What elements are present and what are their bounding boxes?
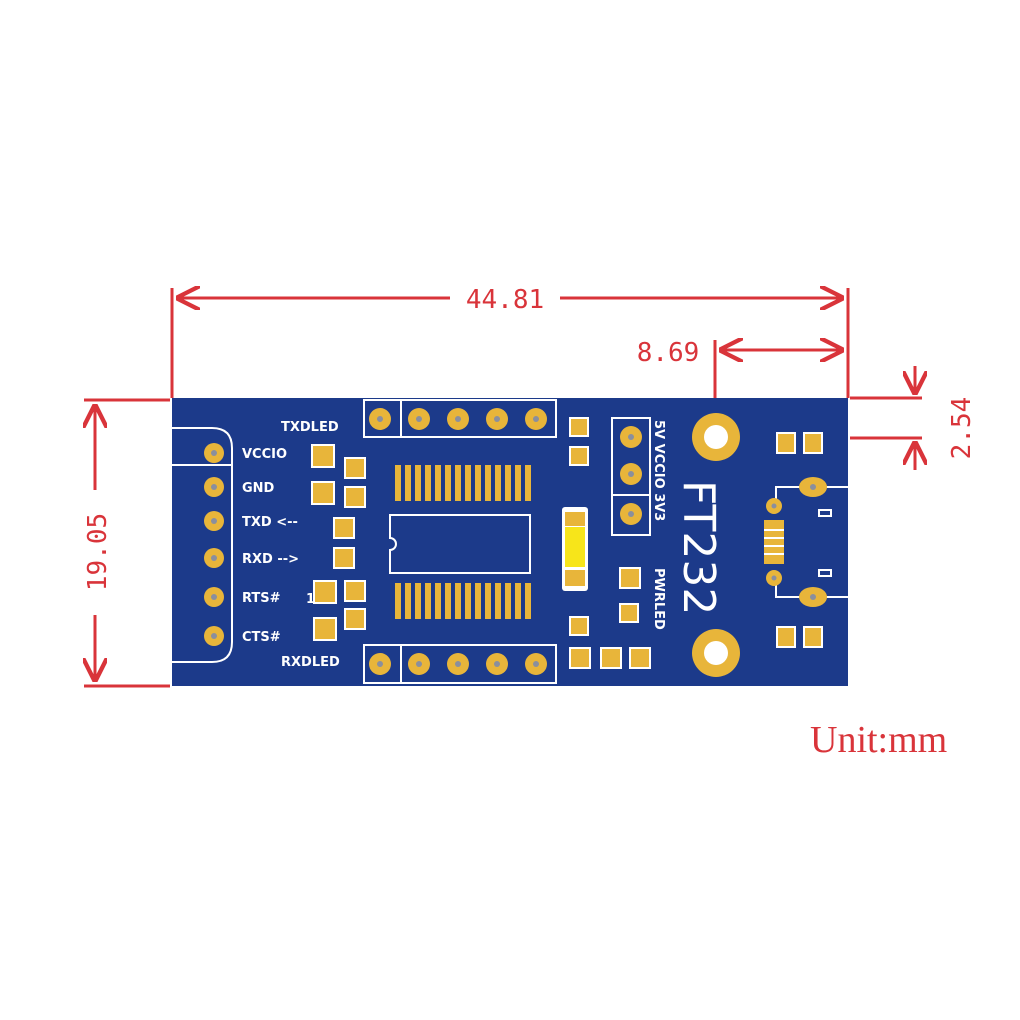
- left-header-pins: [204, 443, 224, 646]
- jumper-label: 5V VCCIO 3V3: [651, 420, 666, 521]
- usb-connector-footprint: [764, 432, 848, 648]
- ic-pin-pad: [415, 583, 421, 619]
- ic-pin-pad: [475, 465, 481, 501]
- ic-pin-pad: [485, 583, 491, 619]
- ic-pin-pad: [445, 583, 451, 619]
- unit-label: Unit:mm: [810, 719, 947, 761]
- ic-pin-pad: [425, 465, 431, 501]
- top-header: [363, 399, 557, 438]
- ic-pin-pad: [455, 465, 461, 501]
- ic-pin-pad: [425, 583, 431, 619]
- ic-pin-pad: [505, 583, 511, 619]
- ic-pin-pad: [465, 583, 471, 619]
- ic-pin-pad: [525, 465, 531, 501]
- dimension-lines: [84, 288, 922, 688]
- ic-pin-pad: [445, 465, 451, 501]
- dimension-width-label: 44.81: [466, 285, 544, 315]
- ic-footprint: [395, 465, 531, 619]
- txdled-label: TXDLED: [281, 420, 339, 435]
- ic-pin-pad: [405, 583, 411, 619]
- ic-pin-pad: [465, 465, 471, 501]
- rxdled-label: RXDLED: [281, 655, 340, 670]
- pin-label-gnd: GND: [242, 481, 275, 496]
- ic-pin-pad: [395, 465, 401, 501]
- ic-pin-pad: [435, 465, 441, 501]
- pcb-board: VCCIO GND TXD <-- RXD --> RTS# CTS# TXDL…: [172, 398, 848, 686]
- dimension-hole-offset-label: 2.54: [947, 397, 977, 460]
- pin-label-vccio: VCCIO: [242, 447, 287, 462]
- ic-pin-pad: [395, 583, 401, 619]
- voltage-jumper: [611, 417, 651, 536]
- pin-label-rts: RTS#: [242, 591, 281, 606]
- ic-pin-pad: [495, 465, 501, 501]
- dimension-height-label: 19.05: [83, 513, 113, 591]
- ic-pin-pad: [515, 465, 521, 501]
- pin-label-cts: CTS#: [242, 630, 281, 645]
- ic-pin-pad: [515, 583, 521, 619]
- board-title: FT232: [673, 480, 724, 615]
- smd-pads: [311, 417, 651, 669]
- ic-pin-pad: [525, 583, 531, 619]
- ic-pin-pad: [415, 465, 421, 501]
- pin-label-rxd: RXD -->: [242, 552, 299, 567]
- pin-label-txd: TXD <--: [242, 515, 298, 530]
- dimension-offset-label: 8.69: [637, 338, 700, 368]
- ic-pin-pad: [435, 583, 441, 619]
- ic-pin-pad: [475, 583, 481, 619]
- led: [562, 507, 588, 591]
- mounting-holes: [692, 413, 740, 677]
- ic-pin-pad: [455, 583, 461, 619]
- ic-pin-pad: [505, 465, 511, 501]
- bottom-header: [363, 644, 557, 684]
- pad-marker: 1: [306, 592, 315, 607]
- ic-pin-pad: [485, 465, 491, 501]
- pwrled-label: PWRLED: [651, 568, 666, 630]
- ic-pin-pad: [405, 465, 411, 501]
- ic-pin-pad: [495, 583, 501, 619]
